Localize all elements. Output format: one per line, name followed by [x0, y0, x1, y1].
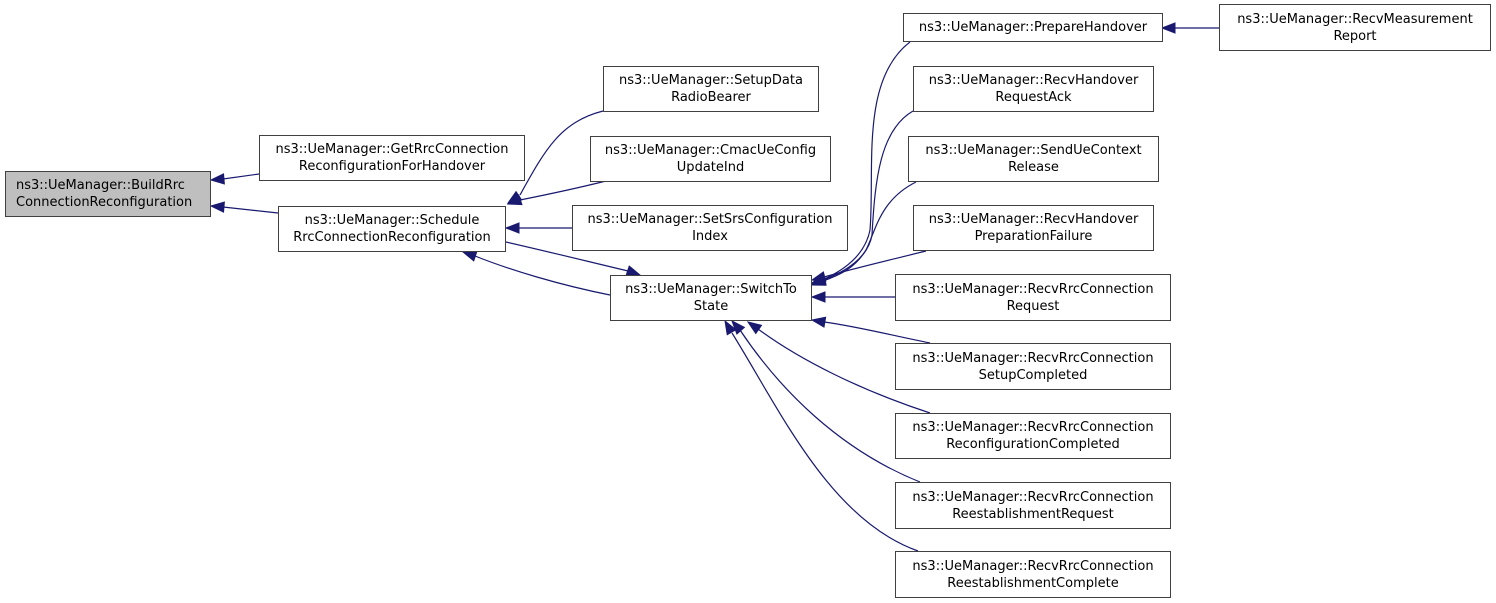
node-label: ns3::UeManager::SetupData RadioBearer [619, 73, 803, 105]
node-label: ns3::UeManager::RecvHandover RequestAck [928, 73, 1139, 105]
node-label: ns3::UeManager::RecvRrcConnection Reesta… [912, 558, 1154, 591]
node-switch-to-state[interactable]: ns3::UeManager::SwitchTo State [610, 275, 812, 321]
arrowhead-icon [506, 194, 523, 206]
node-build-rrc-connection-reconfiguration[interactable]: ns3::UeManager::BuildRrc ConnectionRecon… [5, 171, 211, 217]
edge-rrcreconf-to-switchto [757, 328, 931, 414]
edge-setupdata-to-schedule [519, 110, 604, 196]
arrowhead-icon [504, 222, 520, 234]
arrowhead-icon [810, 271, 827, 283]
arrowhead-icon [731, 319, 746, 335]
node-recv-measurement-report[interactable]: ns3::UeManager::RecvMeasurement Report [1219, 4, 1491, 51]
arrowhead-icon [810, 316, 827, 328]
node-recv-handover-request-ack[interactable]: ns3::UeManager::RecvHandover RequestAck [913, 66, 1154, 112]
node-set-srs-configuration-index[interactable]: ns3::UeManager::SetSrsConfiguration Inde… [572, 205, 848, 251]
arrowhead-icon [810, 291, 826, 303]
edge-rrcreestreq-to-switchto [739, 329, 921, 483]
arrowhead-icon [724, 319, 737, 336]
node-cmac-ue-config-update-ind[interactable]: ns3::UeManager::CmacUeConfig UpdateInd [590, 136, 831, 182]
edge-prepare-to-switchto [821, 41, 911, 281]
node-label: ns3::UeManager::RecvMeasurement Report [1237, 11, 1473, 44]
node-label: ns3::UeManager::BuildRrc ConnectionRecon… [16, 178, 193, 210]
node-recv-rrc-connection-reconfiguration-completed[interactable]: ns3::UeManager::RecvRrcConnection Reconf… [895, 413, 1171, 459]
arrowhead-icon [461, 250, 478, 262]
edge-getrrc-to-build [222, 173, 260, 180]
node-label: ns3::UeManager::SetSrsConfiguration Inde… [587, 212, 833, 244]
node-recv-rrc-connection-reestablishment-complete[interactable]: ns3::UeManager::RecvRrcConnection Reesta… [895, 551, 1171, 598]
node-label: ns3::UeManager::SwitchTo State [625, 282, 797, 314]
node-label: ns3::UeManager::Schedule RrcConnectionRe… [293, 213, 491, 245]
edge-rrcreestcomp-to-switchto [731, 332, 919, 552]
node-label: ns3::UeManager::RecvHandover Preparation… [928, 212, 1139, 244]
node-recv-rrc-connection-request[interactable]: ns3::UeManager::RecvRrcConnection Reques… [895, 274, 1171, 321]
arrowhead-icon [746, 321, 763, 335]
node-setup-data-radio-bearer[interactable]: ns3::UeManager::SetupData RadioBearer [603, 66, 819, 112]
node-label: ns3::UeManager::RecvRrcConnection Reesta… [912, 489, 1154, 522]
arrowhead-icon [209, 173, 225, 185]
edge-sendctx-to-switchto [822, 181, 917, 282]
edge-reqack-to-switchto [822, 110, 914, 281]
node-send-ue-context-release[interactable]: ns3::UeManager::SendUeContext Release [908, 136, 1159, 182]
node-label: ns3::UeManager::PrepareHandover [918, 20, 1148, 35]
node-label: ns3::UeManager::SendUeContext Release [925, 143, 1142, 175]
node-schedule-rrc-connection-reconfiguration[interactable]: ns3::UeManager::Schedule RrcConnectionRe… [278, 206, 506, 252]
arrowhead-icon [209, 201, 225, 213]
edge-switchto-to-schedule [474, 255, 611, 296]
node-recv-rrc-connection-setup-completed[interactable]: ns3::UeManager::RecvRrcConnection SetupC… [895, 343, 1171, 390]
node-get-rrc-connection-reconfiguration-for-handover[interactable]: ns3::UeManager::GetRrcConnection Reconfi… [259, 135, 525, 181]
node-recv-rrc-connection-reestablishment-request[interactable]: ns3::UeManager::RecvRrcConnection Reesta… [895, 482, 1171, 529]
edge-cmac-to-schedule [519, 180, 607, 201]
node-label: ns3::UeManager::GetRrcConnection Reconfi… [275, 142, 509, 174]
edge-schedule-to-switchto [505, 241, 629, 272]
edge-schedule-to-build [222, 206, 279, 214]
node-label: ns3::UeManager::CmacUeConfig UpdateInd [604, 143, 817, 175]
node-label: ns3::UeManager::RecvRrcConnection Reques… [912, 281, 1154, 314]
node-recv-handover-preparation-failure[interactable]: ns3::UeManager::RecvHandover Preparation… [913, 205, 1154, 251]
node-prepare-handover[interactable]: ns3::UeManager::PrepareHandover [903, 13, 1163, 42]
arrowhead-icon [1160, 22, 1176, 34]
edge-prepfail-to-switchto [823, 250, 927, 278]
node-label: ns3::UeManager::RecvRrcConnection Reconf… [912, 420, 1154, 452]
edge-rrcsetup-to-switchto [823, 321, 931, 344]
node-label: ns3::UeManager::RecvRrcConnection SetupC… [912, 350, 1154, 383]
